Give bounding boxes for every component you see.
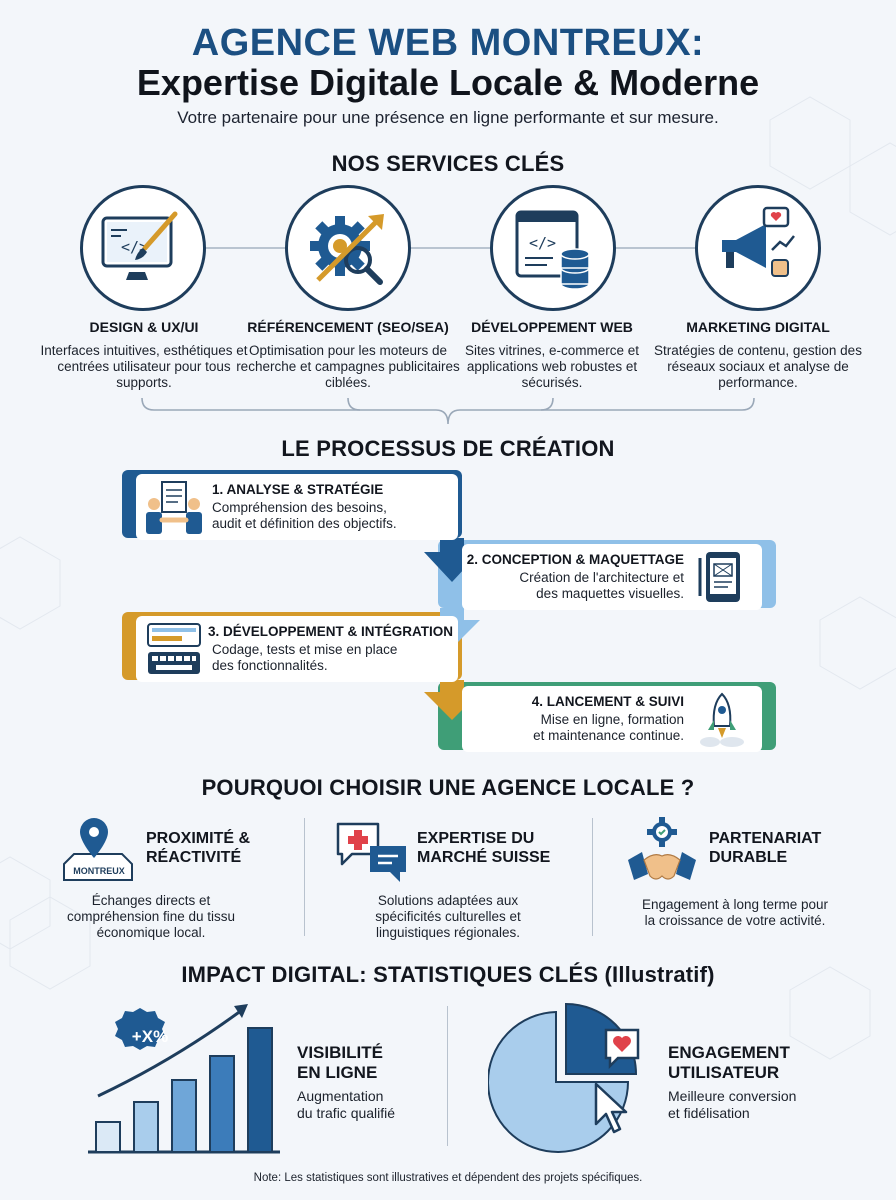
service-title-design: DESIGN & UX/UI (89, 319, 199, 335)
why-2-line-3: linguistiques régionales. (375, 925, 521, 940)
tablet-icon (698, 552, 740, 602)
stats-divider (447, 1006, 448, 1146)
service-title-marketing: MARKETING DIGITAL (686, 319, 830, 335)
process-step-3-title: 3. DÉVELOPPEMENT & INTÉGRATION (208, 624, 454, 639)
page-subtitle: Votre partenaire pour une présence en li… (177, 108, 719, 127)
process-step-2-title: 2. CONCEPTION & MAQUETTAGE (466, 552, 684, 567)
page-title-line2: Expertise Digitale Locale & Moderne (136, 62, 760, 103)
engagement-line-1: Meilleure conversion (668, 1088, 797, 1104)
service-title-seo: RÉFÉRENCEMENT (SEO/SEA) (247, 319, 449, 335)
process-step-3-line2: des fonctionnalités. (212, 658, 328, 673)
visibility-title-2: EN LIGNE (297, 1063, 378, 1082)
why-1-line-3: économique local. (96, 925, 206, 940)
speech-bubbles-swiss-cross-icon (336, 822, 406, 882)
handshake-gear-icon (628, 817, 696, 880)
why-3-line-2: la croissance de votre activité. (644, 913, 826, 928)
process-step-4: 4. LANCEMENT & SUIVI Mise en ligne, form… (462, 686, 762, 752)
process-step-1-line2: audit et définition des objectifs. (212, 516, 397, 531)
process-step-4-title: 4. LANCEMENT & SUIVI (531, 694, 684, 709)
service-design-circle: </> (80, 185, 206, 311)
why-3-title-1: PARTENARIAT (709, 830, 822, 847)
process-step-2-line2: des maquettes visuelles. (536, 586, 684, 601)
process-step-3-line1: Codage, tests et mise en place (212, 642, 398, 657)
why-2-title-2: MARCHÉ SUISSE (417, 849, 551, 866)
process-heading: LE PROCESSUS DE CRÉATION (281, 436, 615, 461)
rocket-icon (700, 692, 744, 747)
svg-text:</>: </> (529, 234, 556, 252)
map-label: MONTREUX (73, 866, 125, 876)
why-3-line-1: Engagement à long terme pour (641, 897, 829, 912)
why-1-title-1: PROXIMITÉ & (146, 830, 251, 847)
process-step-4-line2: et maintenance continue. (533, 728, 684, 743)
process-step-2-line1: Création de l'architecture et (519, 570, 684, 585)
monitor-brush-icon: </> (101, 211, 178, 280)
footnote: Note: Les statistiques sont illustrative… (253, 1172, 643, 1184)
why-1-line-2: compréhension fine du tissu (66, 909, 236, 924)
why-1-line-1: Échanges directs et (91, 893, 211, 908)
service-title-dev: DÉVELOPPEMENT WEB (471, 319, 633, 335)
code-database-icon: </> (515, 210, 590, 290)
handshake-document-icon (146, 481, 202, 534)
visibility-line-2: du trafic qualifié (297, 1105, 396, 1121)
service-marketing-circle (695, 185, 821, 311)
process-step-4-line1: Mise en ligne, formation (540, 712, 684, 727)
service-seo-circle (285, 185, 411, 311)
process-step-1-line1: Compréhension des besoins, (212, 500, 387, 515)
process-step-2: 2. CONCEPTION & MAQUETTAGE Création de l… (462, 544, 762, 610)
growth-badge: +X% (131, 1027, 169, 1046)
gear-magnifier-icon (310, 214, 384, 285)
process-step-1-title: 1. ANALYSE & STRATÉGIE (212, 482, 384, 497)
engagement-pie-illustration (488, 1002, 640, 1153)
growth-bar-chart-illustration (88, 1004, 280, 1154)
process-step-1: 1. ANALYSE & STRATÉGIE Compréhension des… (136, 474, 458, 540)
service-dev-circle: </> (490, 185, 616, 311)
engagement-title-2: UTILISATEUR (668, 1063, 780, 1082)
service-desc-marketing: Stratégies de contenu, gestion des résea… (654, 343, 862, 390)
stats-heading: IMPACT DIGITAL: STATISTIQUES CLÉS (Illus… (181, 962, 715, 987)
why-1-title-2: RÉACTIVITÉ (146, 849, 242, 866)
why-heading: POURQUOI CHOISIR UNE AGENCE LOCALE ? (201, 775, 695, 800)
visibility-line-1: Augmentation (297, 1088, 384, 1104)
process-step-3: 3. DÉVELOPPEMENT & INTÉGRATION Codage, t… (136, 616, 458, 682)
page-title-line1: AGENCE WEB MONTREUX: (191, 22, 705, 64)
why-2-line-1: Solutions adaptées aux (377, 893, 519, 908)
engagement-title-1: ENGAGEMENT (668, 1043, 790, 1062)
engagement-line-2: et fidélisation (668, 1105, 750, 1121)
services-heading: NOS SERVICES CLÉS (331, 151, 565, 176)
visibility-title-1: VISIBILITÉ (297, 1043, 383, 1062)
why-divider-1 (304, 818, 305, 936)
service-desc-design: Interfaces intuitives, esthétiques et ce… (40, 343, 248, 390)
why-2-line-2: spécificités culturelles et (375, 909, 521, 924)
megaphone-icon (722, 206, 795, 277)
services-connector-lines (141, 247, 755, 425)
why-3-title-2: DURABLE (709, 849, 788, 866)
service-desc-dev: Sites vitrines, e-commerce et applicatio… (464, 343, 640, 390)
why-divider-2 (592, 818, 593, 936)
keyboard-icon (147, 623, 201, 674)
why-2-title-1: EXPERTISE DU (417, 830, 535, 847)
service-desc-seo: Optimisation pour les moteurs de recherc… (236, 343, 460, 390)
map-pin-icon (63, 818, 133, 881)
